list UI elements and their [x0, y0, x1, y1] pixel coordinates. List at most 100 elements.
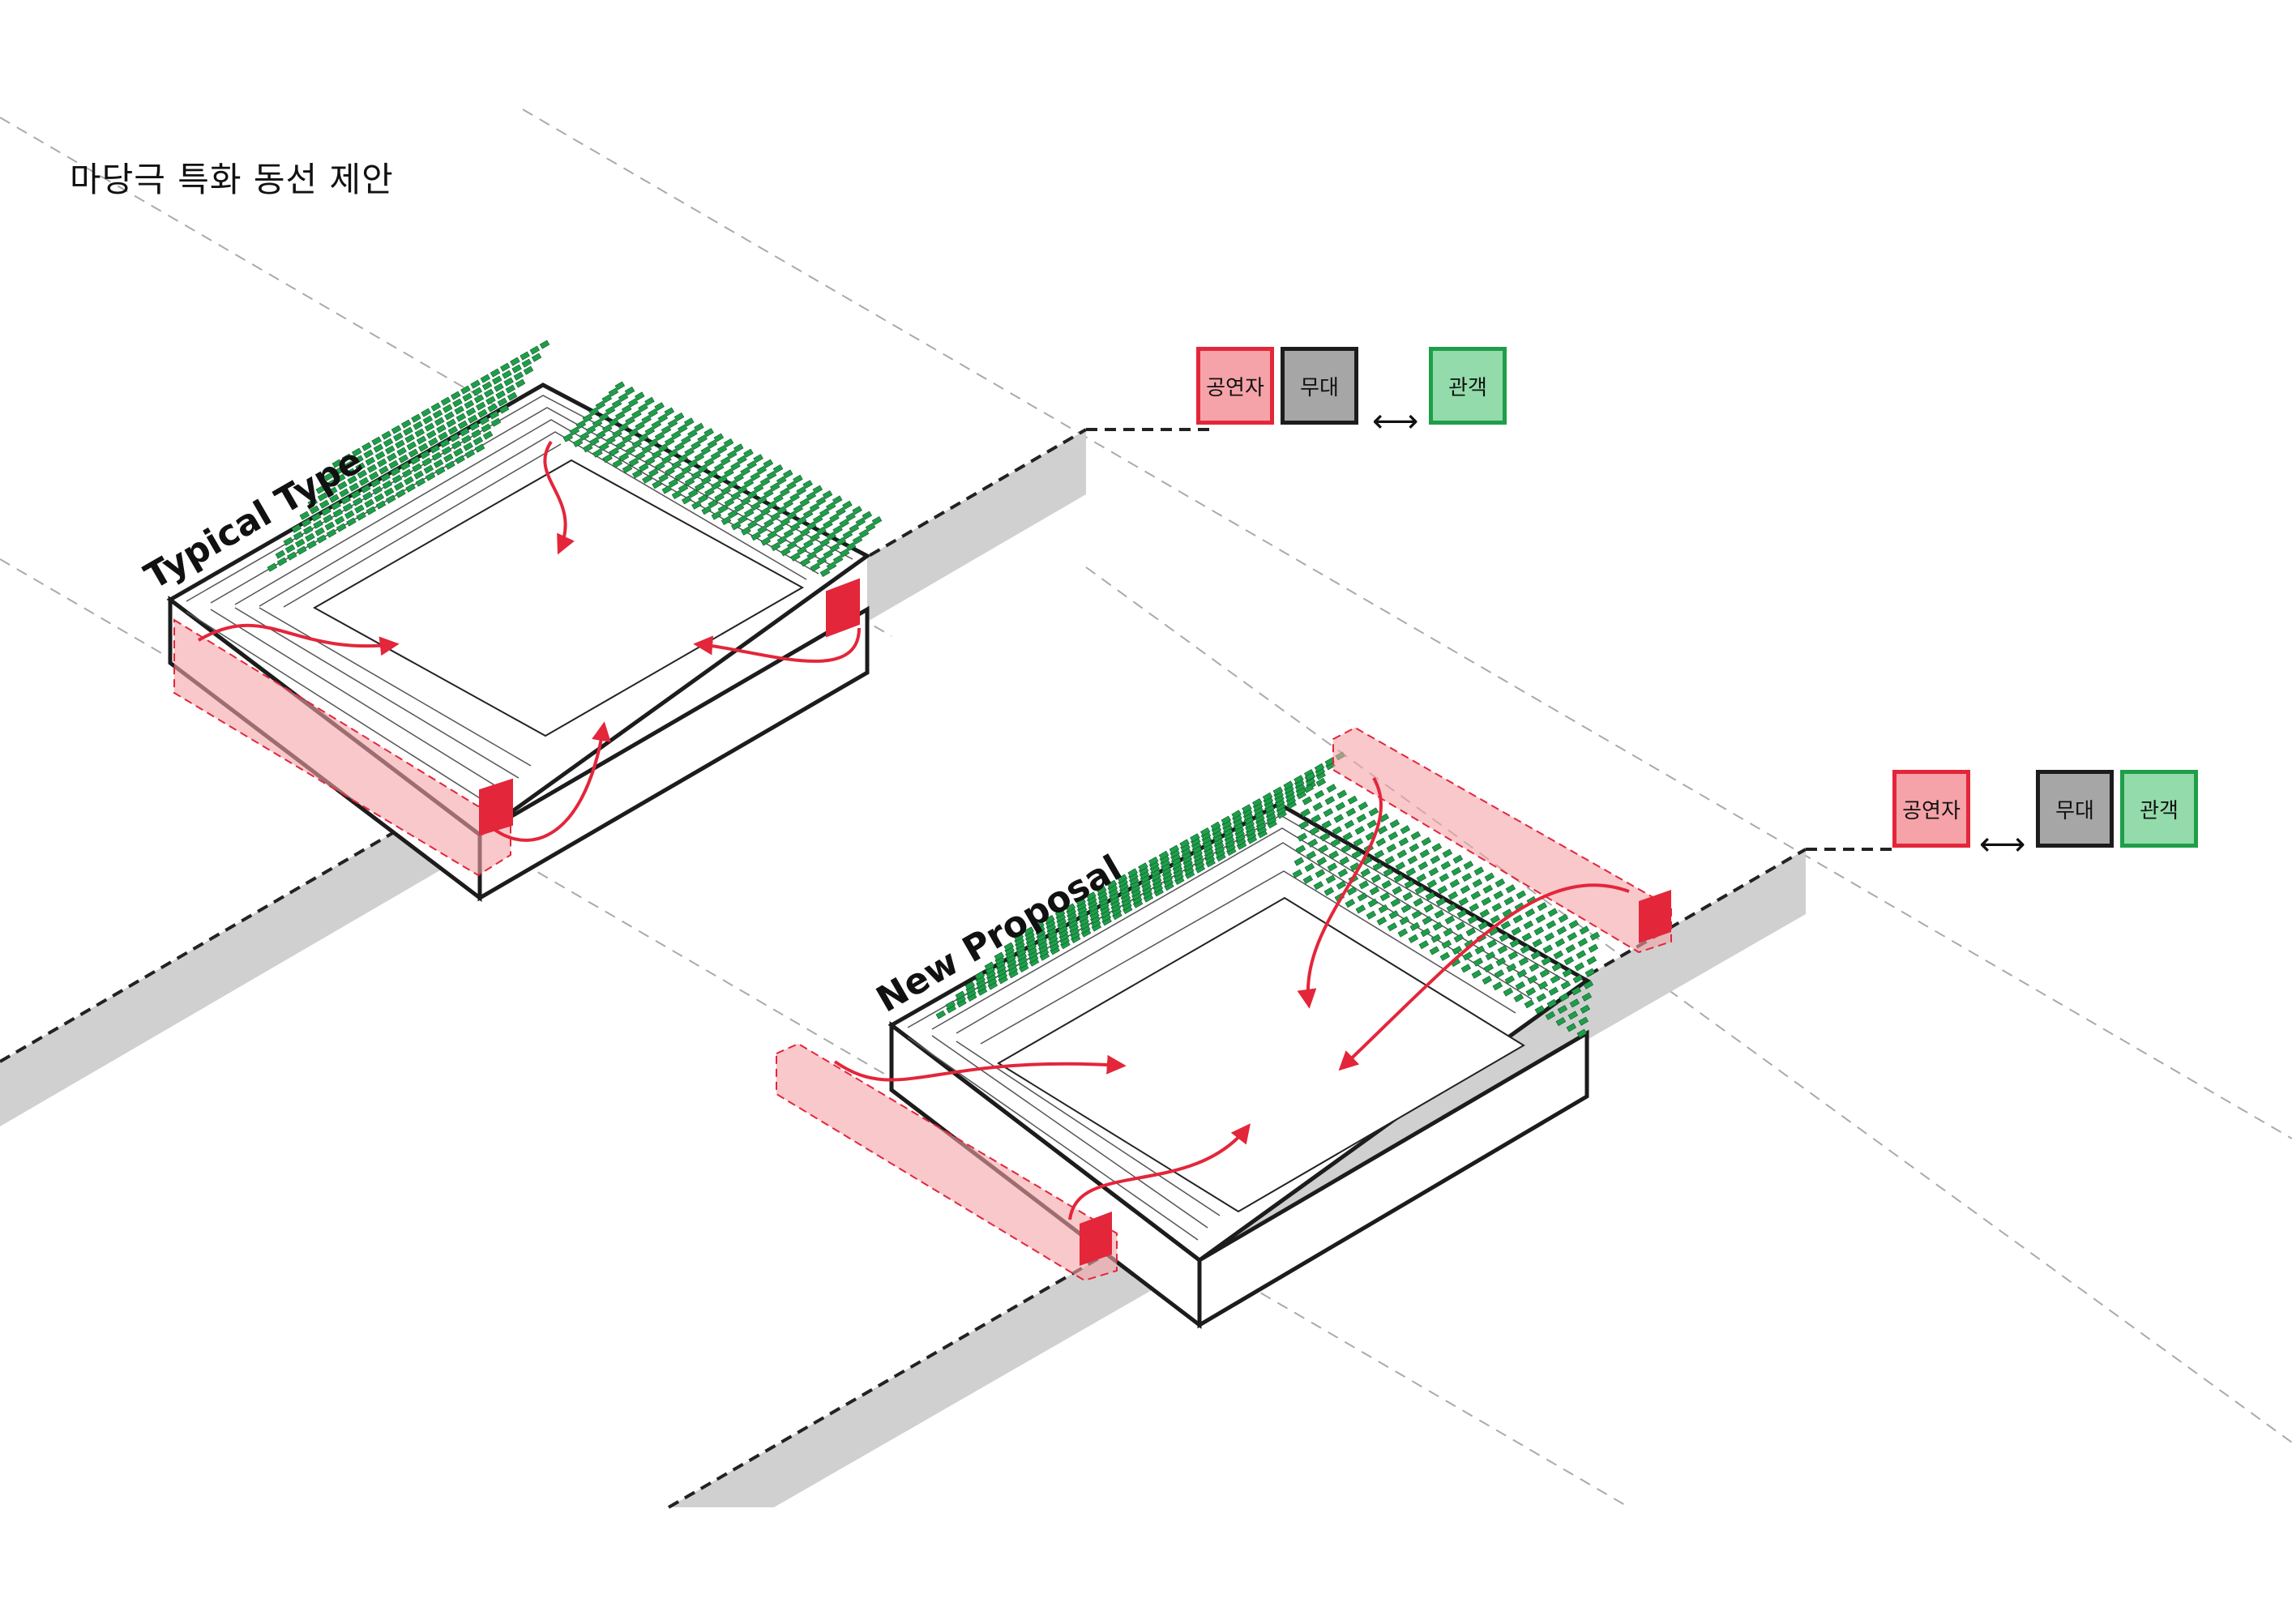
seat	[1346, 887, 1358, 896]
seat	[1407, 855, 1418, 865]
seat	[1307, 838, 1319, 848]
seat	[1316, 857, 1328, 866]
proposal-audience-seats	[935, 751, 1601, 1038]
seat	[391, 474, 403, 484]
seat	[1372, 861, 1383, 871]
seat	[507, 391, 518, 401]
seat	[497, 397, 508, 407]
seat	[502, 370, 512, 379]
seat	[319, 499, 330, 509]
seat	[612, 429, 622, 438]
seat	[1521, 932, 1533, 942]
seat	[759, 477, 771, 487]
seat	[713, 463, 725, 472]
seat	[1462, 951, 1473, 961]
seat	[436, 424, 447, 434]
seat	[786, 481, 797, 490]
seat	[789, 493, 800, 502]
seat	[472, 387, 483, 396]
seat	[595, 400, 606, 410]
seat	[400, 461, 411, 471]
seat	[585, 425, 597, 435]
seat	[1495, 957, 1507, 967]
seat	[324, 521, 336, 531]
seat	[1397, 928, 1409, 938]
seat	[378, 465, 389, 475]
seat	[740, 496, 751, 506]
seat	[1469, 903, 1480, 912]
seat	[974, 971, 986, 981]
seat	[964, 981, 976, 990]
seat	[605, 435, 616, 445]
seat	[845, 512, 856, 522]
seat	[1411, 909, 1422, 919]
seat	[1447, 891, 1459, 900]
seat	[687, 489, 699, 498]
seat	[622, 434, 632, 444]
seat	[1495, 878, 1506, 888]
seat	[343, 460, 354, 470]
seat	[475, 401, 486, 411]
seat	[652, 480, 662, 489]
seat	[1439, 873, 1450, 883]
seat	[760, 536, 772, 546]
seat	[1321, 820, 1332, 830]
seat	[1231, 810, 1242, 819]
seat	[1300, 808, 1311, 818]
seat	[434, 466, 446, 476]
seat	[691, 500, 702, 510]
seat	[1360, 868, 1371, 878]
seat	[651, 420, 662, 430]
seat	[1356, 814, 1367, 823]
seat	[355, 462, 366, 472]
seat	[737, 485, 748, 494]
seat	[1503, 896, 1515, 906]
seat	[984, 961, 995, 971]
seat	[425, 472, 436, 481]
seat	[615, 441, 626, 451]
seat	[658, 473, 669, 483]
seat	[340, 495, 352, 505]
seat	[1482, 975, 1493, 985]
seat	[335, 473, 346, 483]
seat	[825, 502, 836, 511]
seat	[823, 549, 834, 559]
seat	[510, 357, 520, 366]
seat	[716, 444, 728, 455]
seat	[1428, 867, 1439, 877]
seat	[1425, 891, 1436, 901]
seat	[631, 439, 643, 449]
seat	[1158, 850, 1170, 860]
seat	[315, 485, 327, 494]
seat	[494, 382, 504, 392]
seat	[1451, 866, 1462, 876]
seat	[421, 457, 432, 467]
seat	[513, 371, 524, 381]
seat	[1396, 849, 1408, 859]
seat	[648, 438, 659, 448]
seat	[361, 442, 372, 451]
seat	[592, 448, 603, 458]
seat	[707, 469, 718, 479]
seat	[782, 469, 793, 479]
seat	[1452, 946, 1463, 955]
seat	[750, 472, 761, 481]
seat	[539, 340, 550, 349]
seat	[776, 506, 787, 515]
seat	[819, 567, 831, 578]
seat	[366, 506, 377, 515]
seat	[452, 398, 463, 408]
seat	[1409, 921, 1421, 931]
seat	[651, 450, 662, 459]
seat	[721, 486, 731, 496]
seat	[1516, 968, 1528, 978]
seat	[836, 506, 846, 516]
seat	[624, 386, 635, 396]
seat	[697, 464, 708, 474]
seat	[816, 526, 827, 536]
seat	[766, 470, 777, 481]
seat	[1441, 939, 1452, 949]
seat	[582, 443, 593, 453]
seat	[354, 504, 365, 514]
seat	[447, 425, 459, 435]
